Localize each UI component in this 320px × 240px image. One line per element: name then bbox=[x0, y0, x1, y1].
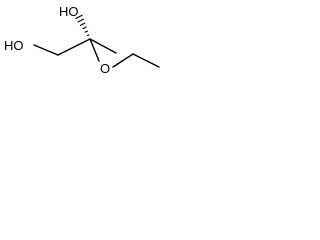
hashed-wedge-stroke bbox=[79, 22, 86, 26]
hashed-wedge-stroke bbox=[84, 30, 89, 33]
hydroxyl-label-top: HO bbox=[59, 4, 79, 19]
hashed-wedge-stroke bbox=[86, 34, 90, 37]
bond-c2-methyl bbox=[89, 38, 117, 54]
molecule-structure-diagram: HO HO O bbox=[4, 4, 160, 76]
hashed-wedge-bond bbox=[75, 14, 90, 37]
ether-oxygen-label: O bbox=[100, 61, 110, 76]
bond-ho-ch2 bbox=[33, 44, 59, 56]
bond-oxygen-ethyl-ch2 bbox=[112, 53, 134, 68]
hydroxyl-label-left: HO bbox=[4, 38, 24, 53]
hashed-wedge-stroke bbox=[82, 26, 87, 30]
bond-ch2-c2 bbox=[57, 38, 91, 56]
bond-c2-oxygen bbox=[89, 38, 100, 62]
hashed-wedge-stroke bbox=[77, 18, 85, 23]
bond-ethyl-ch2-ch3 bbox=[132, 53, 160, 68]
hashed-wedge-stroke bbox=[75, 14, 83, 20]
